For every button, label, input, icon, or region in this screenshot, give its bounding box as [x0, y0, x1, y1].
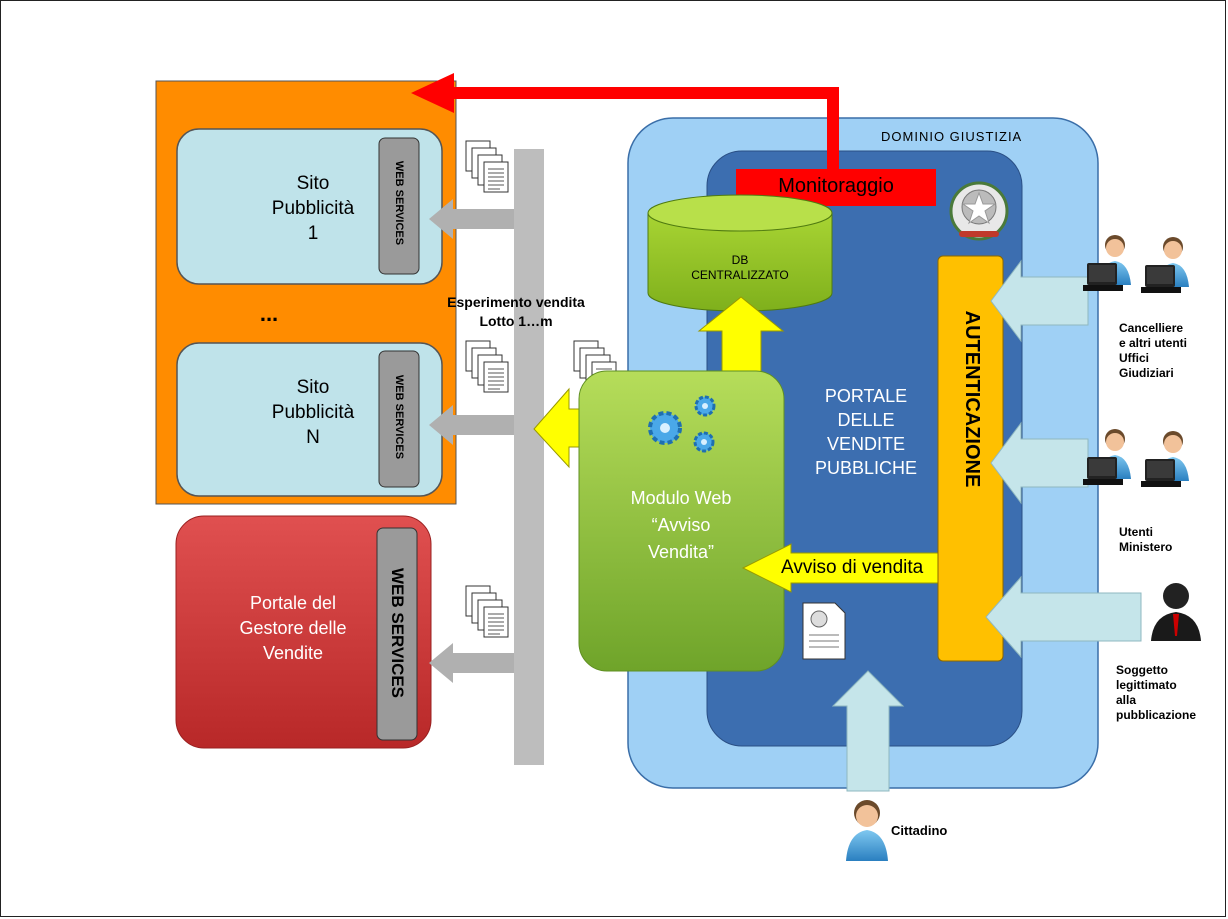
cittadino-icon [846, 800, 888, 861]
monitoraggio-label: Monitoraggio [778, 175, 894, 197]
portale-line1: PORTALE [824, 386, 908, 406]
italian-emblem-icon [949, 181, 1009, 241]
soggetto-line4: pubblicazione [1116, 708, 1197, 722]
cancelliere-line2: e altri utenti [1119, 336, 1188, 350]
soggetto-line3: alla [1116, 693, 1137, 707]
gestore-line3: Vendite [262, 643, 324, 663]
site1-box [176, 128, 443, 285]
cancelliere-label: Cancelliere e altri utenti Uffici Giudiz… [1119, 321, 1187, 381]
modulo-line2: “Avviso [651, 515, 711, 535]
soggetto-label: Soggetto legittimato alla pubblicazione [1116, 663, 1196, 723]
modulo-web-box [578, 370, 785, 672]
portale-line2: DELLE [837, 410, 895, 430]
db-line2: CENTRALIZZATO [691, 268, 789, 282]
gestore-box [175, 515, 432, 749]
esperimento-line1: Esperimento vendita [447, 294, 585, 310]
site1-ws-strip [378, 137, 420, 275]
gestore-line1: Portale del [249, 593, 337, 613]
arrow-cancelliere [990, 259, 1089, 343]
siteN-ws-text: WEB SERVICES [393, 374, 405, 460]
cittadino-label: Cittadino [891, 823, 948, 838]
gestore-ws-text: WEB SERVICES [388, 567, 407, 699]
arrow-ministero [990, 421, 1089, 505]
siteN-line2: Pubblicità [271, 402, 355, 423]
ministero-line1: Utenti [1119, 525, 1153, 539]
siteN-ws-strip [378, 350, 420, 488]
modulo-line1: Modulo Web [630, 488, 732, 508]
db-line1: DB [731, 253, 749, 267]
arrow-to-siteN [429, 405, 514, 445]
siteN-line1: Sito [296, 377, 330, 398]
cancelliere-line1: Cancelliere [1119, 321, 1184, 335]
avviso-label: Avviso di vendita [781, 557, 924, 578]
bus-bar [514, 149, 544, 765]
ministero-icon [1083, 429, 1189, 487]
site1-label: Sito Pubblicità 1 [249, 171, 377, 246]
arrow-to-gestore [429, 643, 514, 683]
siteN-line3: N [306, 427, 320, 448]
soggetto-icon [1151, 583, 1201, 641]
autenticazione-label: AUTENTICAZIONE [961, 310, 983, 488]
gestore-ws-strip [376, 527, 418, 741]
modulo-label: Modulo Web “Avviso Vendita” [586, 485, 776, 566]
ministero-line2: Ministero [1119, 540, 1173, 554]
cancelliere-line4: Giudiziari [1119, 366, 1174, 380]
arrow-to-site1 [429, 199, 514, 239]
doc-stack-2 [465, 340, 509, 393]
db-cylinder [647, 194, 833, 312]
cancelliere-line3: Uffici [1119, 351, 1149, 365]
doc-stack-4 [465, 585, 509, 638]
gestore-line2: Gestore delle [239, 618, 347, 638]
db-label: DB CENTRALIZZATO [648, 253, 832, 283]
dominio-label: DOMINIO GIUSTIZIA [881, 129, 1023, 144]
soggetto-line1: Soggetto [1116, 663, 1168, 677]
site1-line3: 1 [307, 223, 319, 244]
arrow-cittadino [831, 670, 905, 792]
gears-icon [648, 395, 716, 453]
site1-line2: Pubblicità [271, 198, 355, 219]
site1-line1: Sito [296, 173, 330, 194]
modulo-line3: Vendita” [647, 542, 715, 562]
portale-label: PORTALE DELLE VENDITE PUBBLICHE [791, 384, 941, 480]
soggetto-line2: legittimato [1116, 678, 1177, 692]
arrow-soggetto [985, 575, 1142, 659]
gestore-label: Portale del Gestore delle Vendite [213, 591, 373, 666]
monitoraggio-arrow [411, 73, 839, 206]
site1-ws-text: WEB SERVICES [393, 160, 405, 246]
portale-line4: PUBBLICHE [814, 458, 918, 478]
cancelliere-icon [1083, 235, 1189, 293]
esperimento-line2: Lotto 1…m [479, 313, 553, 329]
ministero-label: Utenti Ministero [1119, 525, 1172, 555]
certificate-icon [802, 602, 846, 660]
portale-line3: VENDITE [826, 434, 905, 454]
esperimento-label: Esperimento vendita Lotto 1…m [406, 293, 626, 331]
doc-stack-1 [465, 140, 509, 193]
siteN-label: Sito Pubblicità N [249, 375, 377, 450]
ellipsis-label: ... [259, 301, 279, 326]
